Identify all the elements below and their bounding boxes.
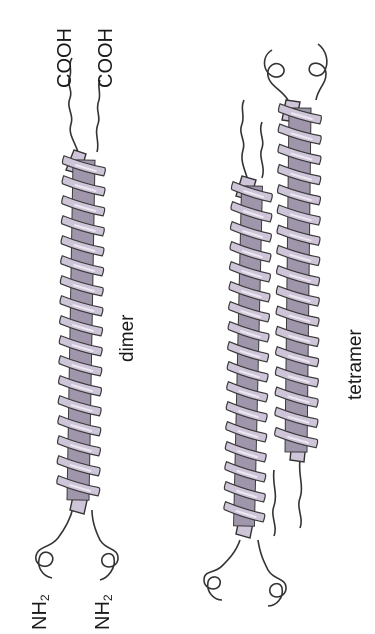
dimer-amino-label-2: NH2 <box>93 594 114 630</box>
tetramer-tail-top-4 <box>309 44 327 100</box>
tetramer-tail-bottom-3 <box>273 470 276 536</box>
dimer-amino-label-1: NH2 <box>30 594 51 630</box>
dimer-c-terminal-tail-2 <box>97 80 100 152</box>
tetramer-tail-top-1 <box>241 100 248 180</box>
tetramer-diagram <box>204 44 327 606</box>
tetramer-right-coil <box>275 104 322 452</box>
tetramer-caption: tetramer <box>346 329 365 400</box>
dimer-n-terminal-tail-2 <box>92 510 118 580</box>
tetramer-tail-bottom-4 <box>299 460 302 528</box>
tetramer-tail-top-2 <box>261 122 263 178</box>
tetramer-tail-bottom-1 <box>204 540 240 600</box>
dimer-caption: dimer <box>118 314 137 362</box>
dimer-diagram <box>36 58 118 580</box>
tetramer-tail-bottom-2 <box>258 540 286 606</box>
dimer-coil <box>57 156 106 500</box>
tetramer-tail-top-3 <box>265 50 289 100</box>
tetramer-left-coil <box>224 182 272 527</box>
dimer-carboxyl-label-2: COOH <box>96 28 116 88</box>
dimer-carboxyl-label-1: COOH <box>55 28 75 88</box>
dimer-n-terminal-tail-1 <box>36 508 73 578</box>
